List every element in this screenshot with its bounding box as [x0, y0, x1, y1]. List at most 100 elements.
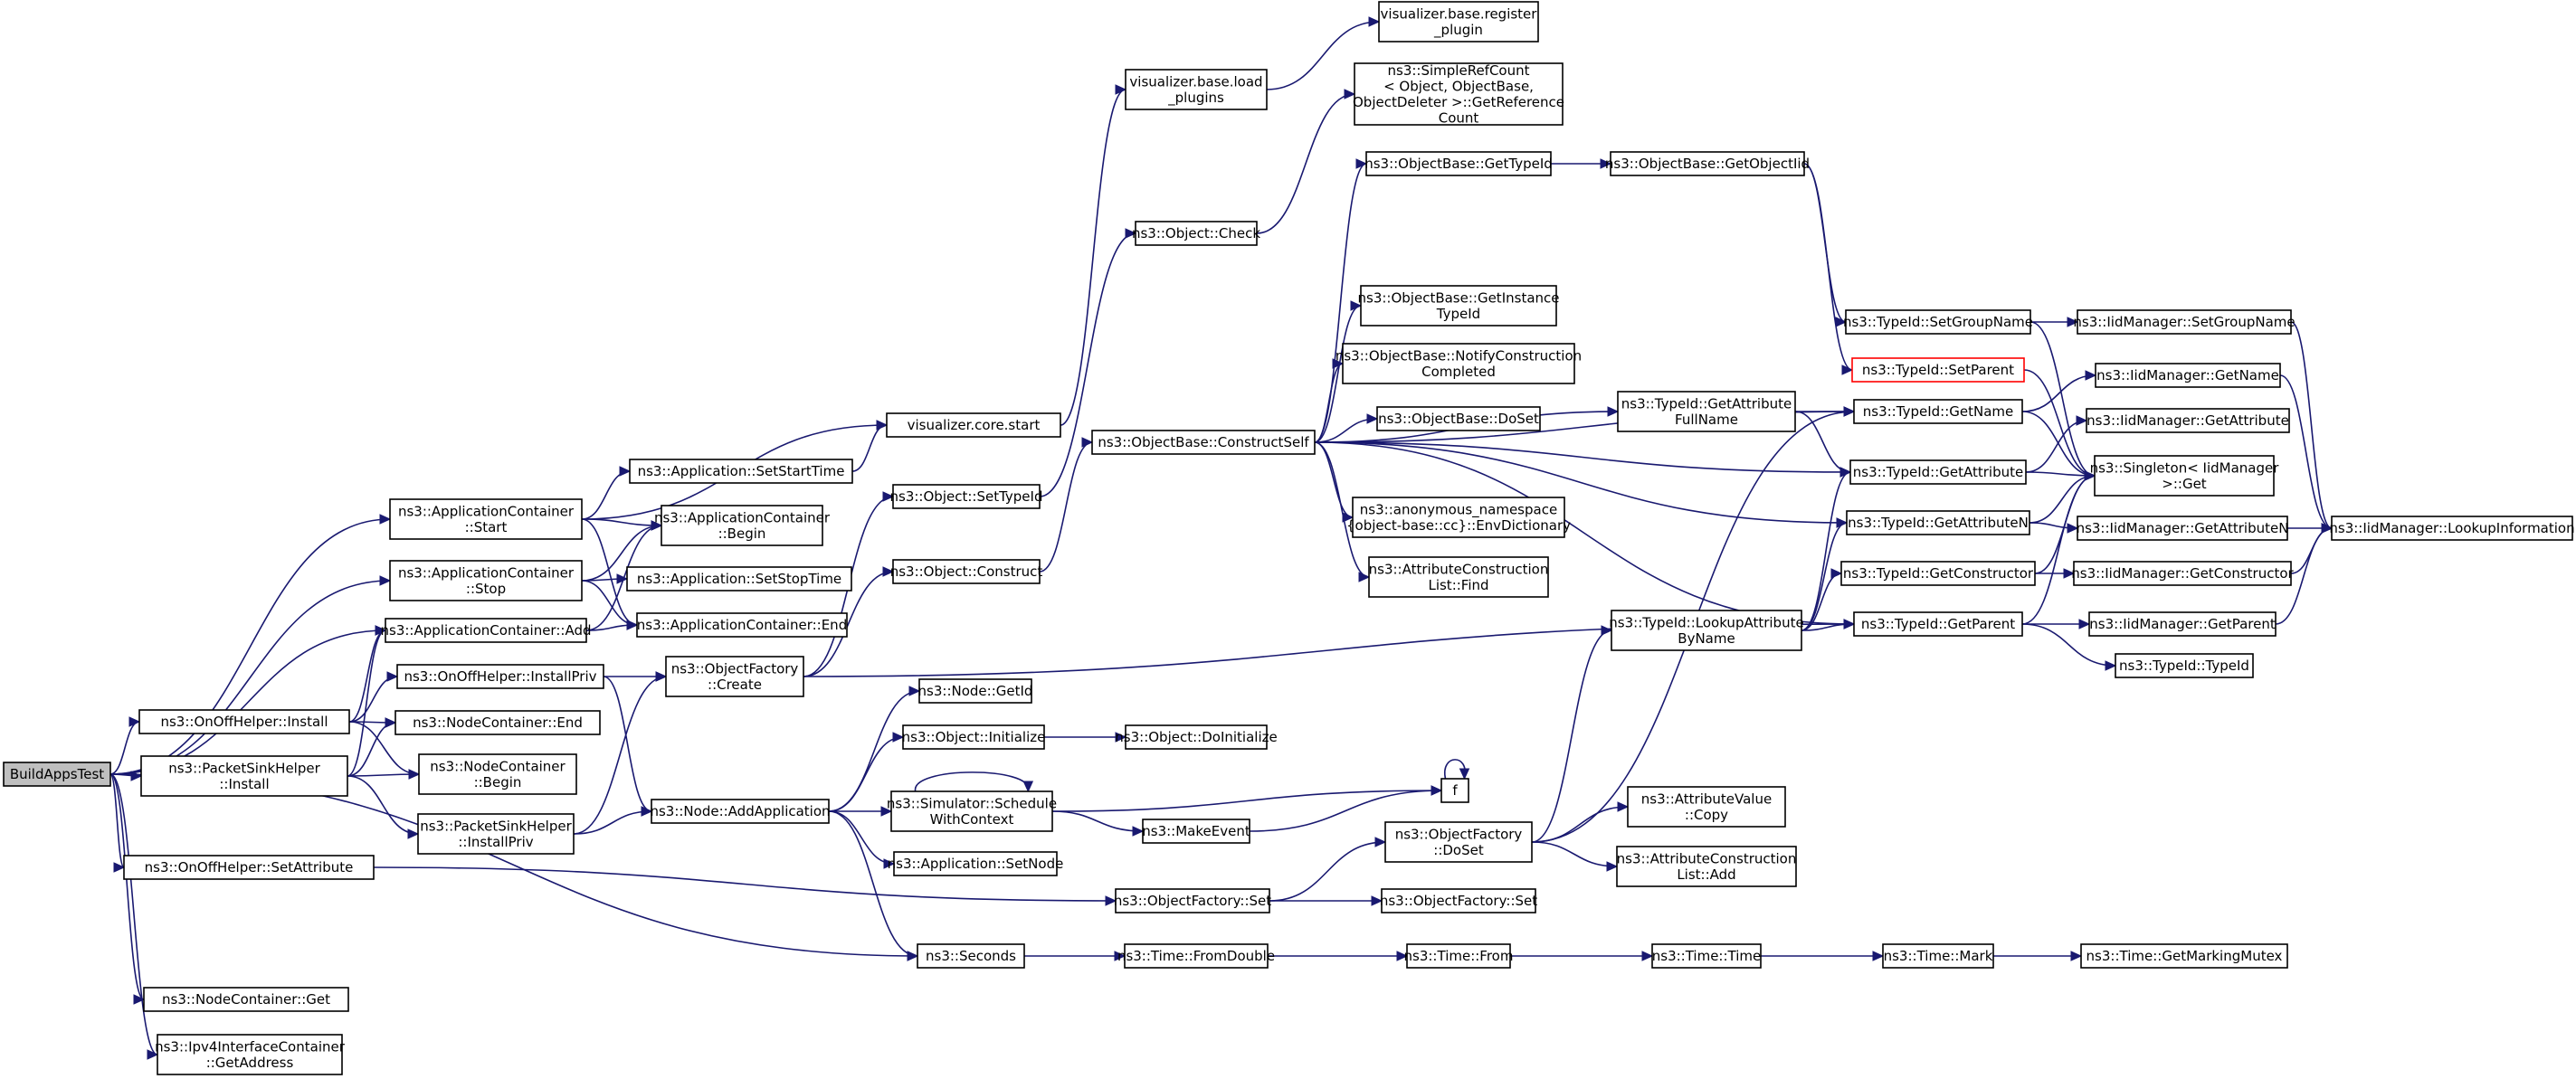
- edge-typeid-setgroupname-to-iidmanager-setgroupname-arrowhead: [2067, 317, 2079, 327]
- edge-simulator-schedulewithcontext-to-simulator-schedulewithcontext-arrowhead: [1022, 781, 1034, 793]
- node-time-mark[interactable]: ns3::Time::Mark: [1882, 943, 1994, 969]
- edge-typeid-getname-to-iidmanager-getname: [2021, 370, 2097, 412]
- node-label: Completed: [1421, 364, 1496, 380]
- node-object-doinitialize[interactable]: ns3::Object::DoInitialize: [1115, 724, 1278, 750]
- node-typeid-getparent[interactable]: ns3::TypeId::GetParent: [1853, 611, 2023, 637]
- node-ipv4interfacecontainer-getaddress[interactable]: ns3::Ipv4InterfaceContainer::GetAddress: [155, 1034, 346, 1075]
- node-typeid-getconstructor[interactable]: ns3::TypeId::GetConstructor: [1840, 561, 2036, 586]
- node-label: ns3::TypeId::TypeId: [2119, 658, 2249, 674]
- node-object-settypeid[interactable]: ns3::Object::SetTypeId: [890, 484, 1043, 509]
- node-typeid-setparent[interactable]: ns3::TypeId::SetParent: [1851, 357, 2025, 383]
- edge-f-to-f: [1443, 759, 1470, 781]
- node-f[interactable]: f: [1440, 778, 1469, 803]
- node-label: ::InstallPriv: [458, 834, 533, 850]
- node-appcontainer-start[interactable]: ns3::ApplicationContainer::Start: [389, 498, 583, 540]
- edge-object-settypeid-to-object-check-arrowhead: [1125, 228, 1137, 239]
- node-objectfactory-set2[interactable]: ns3::ObjectFactory::Set: [1380, 888, 1537, 913]
- node-box: [1376, 406, 1541, 431]
- edge-appcontainer-add-to-appcontainer-begin-line: [585, 525, 662, 631]
- node-object-check[interactable]: ns3::Object::Check: [1132, 221, 1260, 246]
- edge-buildappstest-to-onoffhelper-setattribute: [109, 773, 126, 873]
- node-iidmanager-getconstructor[interactable]: ns3::IidManager::GetConstructor: [2071, 561, 2295, 586]
- node-objectbase-constructself[interactable]: ns3::ObjectBase::ConstructSelf: [1091, 430, 1316, 455]
- node-label: ns3::ApplicationContainer: [398, 564, 575, 581]
- node-appcontainer-begin[interactable]: ns3::ApplicationContainer::Begin: [654, 505, 831, 546]
- node-label: ns3::IidManager::GetAttribute: [2086, 412, 2289, 429]
- node-label: ::Stop: [466, 581, 506, 597]
- node-visualizer-core-start[interactable]: visualizer.core.start: [886, 412, 1061, 438]
- node-objectbase-doset[interactable]: ns3::ObjectBase::DoSet: [1376, 406, 1541, 431]
- node-box: [651, 799, 830, 824]
- node-objectfactory-set[interactable]: ns3::ObjectFactory::Set: [1114, 888, 1271, 913]
- node-iidmanager-lookupinformation[interactable]: ns3::IidManager::LookupInformation: [2329, 516, 2575, 541]
- node-time-getmarkingmutex[interactable]: ns3::Time::GetMarkingMutex: [2080, 943, 2288, 969]
- node-iidmanager-getname[interactable]: ns3::IidManager::GetName: [2095, 363, 2281, 388]
- node-label: ns3::PacketSinkHelper: [420, 818, 572, 834]
- node-anonymous-envdictionary[interactable]: ns3::anonymous_namespace{object-base::cc…: [1346, 497, 1571, 538]
- edge-node-addapplication-to-object-initialize-line: [828, 736, 904, 812]
- node-time-time[interactable]: ns3::Time::Time: [1651, 943, 1762, 969]
- node-iidmanager-getattributen[interactable]: ns3::IidManager::GetAttributeN: [2077, 516, 2289, 541]
- node-label: ns3::ApplicationContainer: [654, 509, 831, 525]
- node-time-from[interactable]: ns3::Time::From: [1404, 943, 1514, 969]
- node-label: ns3::ObjectFactory::Set: [1114, 893, 1271, 909]
- node-simplerefcount-getreferencecount[interactable]: ns3::SimpleRefCount< Object, ObjectBase,…: [1353, 62, 1564, 127]
- node-box: [1845, 309, 2031, 335]
- node-seconds[interactable]: ns3::Seconds: [917, 943, 1025, 969]
- node-buildappstest[interactable]: BuildAppsTest: [3, 762, 111, 787]
- node-objectfactory-create[interactable]: ns3::ObjectFactory::Create: [665, 656, 804, 697]
- node-typeid-getattributen[interactable]: ns3::TypeId::GetAttributeN: [1846, 510, 2030, 535]
- node-application-setnode[interactable]: ns3::Application::SetNode: [888, 851, 1064, 876]
- node-application-setstoptime[interactable]: ns3::Application::SetStopTime: [626, 566, 852, 592]
- node-nodecontainer-end[interactable]: ns3::NodeContainer::End: [394, 710, 601, 735]
- edge-packetsinkhelper-install-to-nodecontainer-begin: [347, 769, 421, 780]
- node-singleton-iidmanager-get[interactable]: ns3::Singleton< IidManager>::Get: [2090, 455, 2280, 497]
- node-appcontainer-end[interactable]: ns3::ApplicationContainer::End: [636, 612, 848, 638]
- node-makeevent[interactable]: ns3::MakeEvent: [1142, 819, 1250, 844]
- node-object-initialize[interactable]: ns3::Object::Initialize: [902, 724, 1046, 750]
- node-box: [1851, 357, 2025, 383]
- edge-typeid-lookupattributebyname-to-typeid-getattributen-line: [1801, 522, 1848, 631]
- node-time-fromdouble[interactable]: ns3::Time::FromDouble: [1117, 943, 1275, 969]
- node-object-construct[interactable]: ns3::Object::Construct: [890, 559, 1043, 584]
- node-objectfactory-doset[interactable]: ns3::ObjectFactory::DoSet: [1384, 821, 1533, 863]
- node-nodecontainer-get[interactable]: ns3::NodeContainer::Get: [143, 987, 349, 1012]
- node-iidmanager-getattribute[interactable]: ns3::IidManager::GetAttribute: [2086, 408, 2290, 433]
- node-appcontainer-add[interactable]: ns3::ApplicationContainer::Add: [381, 618, 592, 643]
- node-nodecontainer-begin[interactable]: ns3::NodeContainer::Begin: [418, 753, 577, 795]
- node-attributevalue-copy[interactable]: ns3::AttributeValue::Copy: [1627, 786, 1786, 828]
- edge-typeid-getattribute-to-iidmanager-getattribute-arrowhead: [2076, 415, 2088, 426]
- node-packetsinkhelper-install[interactable]: ns3::PacketSinkHelper::Install: [140, 755, 348, 797]
- node-packetsinkhelper-installpriv[interactable]: ns3::PacketSinkHelper::InstallPriv: [417, 813, 575, 855]
- node-iidmanager-getparent[interactable]: ns3::IidManager::GetParent: [2088, 611, 2277, 637]
- node-onoffhelper-setattribute[interactable]: ns3::OnOffHelper::SetAttribute: [123, 855, 375, 880]
- node-typeid-getattribute[interactable]: ns3::TypeId::GetAttribute: [1849, 459, 2027, 485]
- node-typeid-getname[interactable]: ns3::TypeId::GetName: [1853, 399, 2023, 424]
- node-objectbase-gettypeid[interactable]: ns3::ObjectBase::GetTypeId: [1364, 151, 1553, 176]
- node-visualizer-base-load-plugins[interactable]: visualizer.base.load_plugins: [1125, 69, 1268, 110]
- edge-typeid-setgroupname-to-iidmanager-setgroupname: [2030, 317, 2079, 327]
- node-application-setstarttime[interactable]: ns3::Application::SetStartTime: [629, 459, 853, 484]
- node-objectbase-getobjectiid[interactable]: ns3::ObjectBase::GetObjectIid: [1605, 151, 1810, 176]
- node-box: [1610, 151, 1805, 176]
- node-typeid-typeid[interactable]: ns3::TypeId::TypeId: [2115, 653, 2254, 678]
- node-box: [629, 459, 853, 484]
- node-objectbase-notifyconstructioncompleted[interactable]: ns3::ObjectBase::NotifyConstructionCompl…: [1336, 343, 1582, 384]
- node-node-addapplication[interactable]: ns3::Node::AddApplication: [650, 799, 831, 824]
- node-visualizer-base-register-plugin[interactable]: visualizer.base.register_plugin: [1378, 1, 1539, 43]
- edge-simulator-schedulewithcontext-to-makeevent-arrowhead: [1132, 826, 1145, 837]
- node-typeid-setgroupname[interactable]: ns3::TypeId::SetGroupName: [1843, 309, 2033, 335]
- node-label: ns3::Object::DoInitialize: [1115, 729, 1277, 745]
- node-onoffhelper-installpriv[interactable]: ns3::OnOffHelper::InstallPriv: [396, 664, 604, 689]
- node-onoffhelper-install[interactable]: ns3::OnOffHelper::Install: [138, 709, 350, 734]
- node-node-getid[interactable]: ns3::Node::GetId: [918, 678, 1033, 704]
- node-iidmanager-setgroupname[interactable]: ns3::IidManager::SetGroupName: [2073, 309, 2296, 335]
- node-appcontainer-stop[interactable]: ns3::ApplicationContainer::Stop: [389, 560, 583, 601]
- node-label: Count: [1439, 109, 1479, 126]
